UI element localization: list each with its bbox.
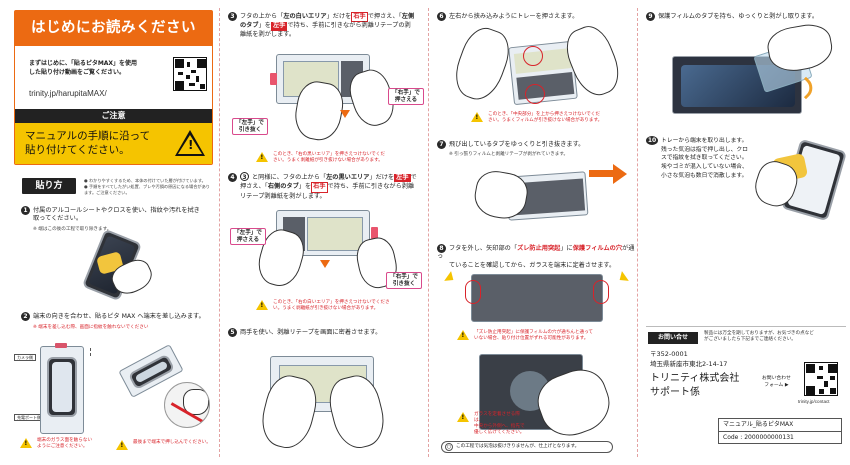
warning-icon: [457, 330, 469, 340]
tag-left-hand-press: 「左手」で押さえる: [230, 228, 266, 246]
highlight-circle: [525, 84, 545, 104]
highlight-circle: [593, 280, 609, 304]
howto-title: 貼り方: [22, 178, 76, 194]
step-2-warning-push: 最後まで端末で押し込んでください。: [116, 440, 218, 450]
step-2-note: ※ 端末を差し込む際、画面に指紋を触れないでください: [33, 325, 149, 330]
caution-title-bar: ご注意: [15, 109, 212, 123]
step-7-note: ※ 引っ張りフィルムと剥離リテープが剥がれていきます。: [449, 152, 569, 157]
warning-icon: [256, 152, 268, 162]
howto-bullets: ● わかりやすくするため、本体の付けていた層が付けています。 ● 手順をすべてし…: [84, 178, 210, 195]
video-qr-code[interactable]: [173, 57, 207, 91]
zoom-detail-circle: [164, 382, 210, 428]
pull-right-arrow-icon: [589, 170, 615, 177]
manual-info-box: マニュアル_貼るピタMAX Code : 2000000000131: [718, 418, 842, 444]
intro-title: はじめにお読みください: [31, 20, 196, 36]
company-name: トリニティ株式会社: [650, 373, 740, 384]
step-8-illustration-bottom: [469, 350, 629, 445]
contact-description: 製品には万全を期しておりますが、お気づきの点など がございましたら下記までご連絡…: [704, 331, 814, 343]
info-circle-icon: ○: [445, 443, 453, 451]
down-arrow-icon: [340, 110, 350, 118]
column-divider: [428, 8, 429, 457]
caution-body: マニュアルの手順に沿って 貼り付けてください。 !: [15, 123, 212, 164]
tag-left-hand-pull: 「左手」で引き抜く: [232, 118, 268, 136]
contact-qr-code[interactable]: [804, 362, 838, 396]
intro-text: まずはじめに、「貼るピタMAX」を使用 した貼り付け動画をご覧ください。: [29, 60, 138, 77]
highlight-circle: [523, 46, 543, 66]
step-2-illustration: カメラ側 充電ポート側: [14, 340, 214, 435]
caution-warning-icon: !: [175, 130, 205, 156]
intro-box: はじめにお読みください まずはじめに、「貼るピタMAX」を使用 した貼り付け動画…: [14, 10, 213, 165]
step-8-warning: 「ズレ防止用突起」に保護フィルムの穴が通ちんと通っていない場合、貼り付け位置がず…: [457, 330, 633, 342]
arrow-icon: [444, 271, 457, 285]
contact-form-link[interactable]: お問い合わせ フォーム ▶: [762, 376, 791, 388]
warning-icon: [457, 412, 469, 422]
step-7-illustration: [449, 158, 637, 228]
label-camera-side: カメラ側: [14, 354, 36, 361]
step-6-illustration: [448, 20, 627, 110]
highlight-circle: [465, 280, 481, 304]
tag-right-hand-press: 「右手」で押さえる: [388, 88, 424, 106]
contact-title: お問い合せ: [648, 332, 698, 344]
step-9-illustration: [658, 20, 838, 118]
step-6-warning: このとき、「中央部分」を上から押さえつけないでください。うまくフィルムが引き抜け…: [471, 112, 633, 124]
warning-icon: [116, 440, 128, 450]
postal-code: 〒352-0001: [650, 350, 688, 358]
department: サポート係: [650, 387, 700, 398]
warning-icon: [256, 300, 268, 310]
arrow-icon: [616, 271, 629, 285]
step-1-illustration: [70, 228, 160, 304]
step-5-illustration: [250, 346, 400, 456]
column-divider: [637, 8, 638, 457]
down-arrow-icon: [320, 260, 330, 268]
contact-section: お問い合せ 製品には万全を期しておりますが、お気づきの点など がございましたら下…: [646, 326, 846, 460]
step-4-warning: このとき、「右の白いエリア」を押さえつけないでください。うまく剥離紙が引き抜けな…: [256, 300, 426, 312]
intro-title-bar: はじめにお読みください: [15, 11, 212, 46]
warning-icon: [20, 438, 32, 448]
step-1-note: ※ 端はこの後の工程で取り除きます。: [33, 227, 112, 232]
step-8-bottom-note: ○ この工程では気泡は抜けきりませんが、仕上げとなります。: [441, 441, 613, 453]
contact-url[interactable]: trinity.jp/contact: [798, 399, 830, 404]
video-url[interactable]: trinity.jp/harupitaMAX/: [29, 89, 107, 98]
column-1: はじめにお読みください まずはじめに、「貼るピタMAX」を使用 した貼り付け動画…: [0, 0, 219, 465]
step-3-warning: このとき、「右の黒いエリア」を押さえつけないでください。うまく剥離紙が引き抜けな…: [256, 152, 426, 164]
warning-icon: [471, 112, 483, 122]
step-8-illustration-top: [444, 270, 629, 328]
step-4-illustration: [240, 208, 410, 294]
step-3-illustration: [240, 48, 410, 148]
column-divider: [219, 8, 220, 457]
tag-right-hand-pull: 「右手」で引き抜く: [386, 272, 422, 290]
step-10-illustration: [750, 138, 847, 222]
address: 埼玉県新座市東北2-14-17: [650, 360, 728, 368]
